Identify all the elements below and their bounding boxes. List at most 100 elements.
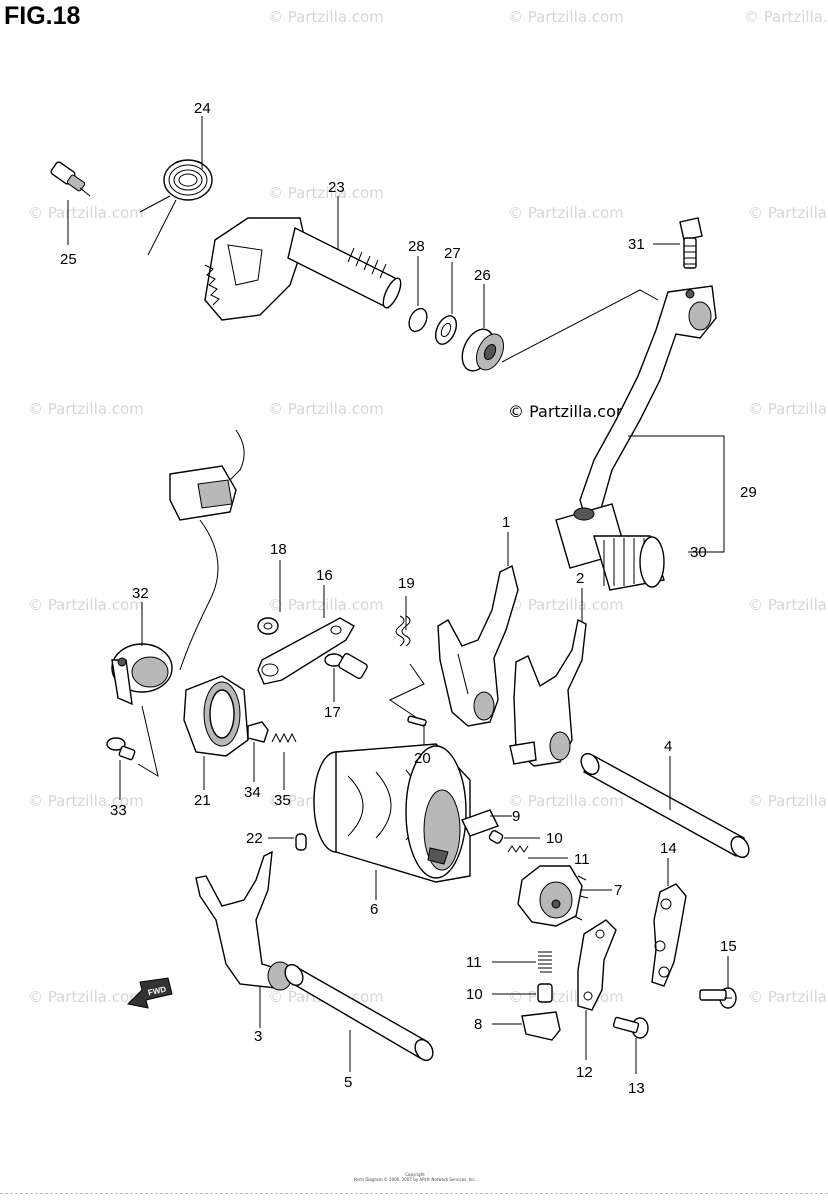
figure-title: FIG.18 (4, 2, 81, 30)
callout-5[interactable]: 5 (344, 1074, 352, 1091)
callout-6[interactable]: 6 (370, 901, 378, 918)
callout-1[interactable]: 1 (502, 514, 510, 531)
part-29-gearshift-lever[interactable] (555, 285, 717, 569)
part-7-gearshift-pawl-lifter[interactable] (517, 865, 589, 927)
part-26-oil-seal[interactable] (456, 324, 509, 376)
callout-3[interactable]: 3 (254, 1028, 262, 1045)
callout-4[interactable]: 4 (664, 738, 672, 755)
watermark: © Partzilla.com (748, 596, 828, 614)
watermark: © Partzilla.com (28, 792, 144, 810)
callout-23[interactable]: 23 (328, 179, 345, 196)
watermark: © Partzilla.com (28, 400, 144, 418)
part-10-pin-lower[interactable] (537, 983, 553, 1003)
main-watermark: © Partzilla.com (508, 402, 631, 421)
part-17-bolt[interactable] (324, 652, 368, 680)
callout-16[interactable]: 16 (316, 567, 333, 584)
part-1-shift-fork[interactable] (437, 564, 519, 727)
watermark: © Partzilla.com (268, 400, 384, 418)
callout-labels: 24 25 23 28 27 26 31 29 30 1 2 18 16 19 … (60, 100, 757, 1097)
watermark: © Partzilla.com (748, 792, 828, 810)
watermark: © Partzilla.com (28, 988, 144, 1006)
callout-12[interactable]: 12 (576, 1064, 593, 1081)
part-5-fork-shaft[interactable] (282, 961, 437, 1063)
part-16-stopper-plate[interactable] (257, 617, 355, 685)
part-8-pawl[interactable] (521, 1011, 561, 1041)
watermark: © Partzilla.com (268, 596, 384, 614)
callout-15[interactable]: 15 (720, 938, 737, 955)
part-30-footpeg-rubber[interactable] (593, 535, 665, 591)
watermark: © Partzilla.com (28, 596, 144, 614)
watermark: © Partzilla.com (508, 792, 624, 810)
watermark: © Partzilla.com (744, 8, 828, 26)
callout-28[interactable]: 28 (408, 238, 425, 255)
callout-20[interactable]: 20 (414, 750, 431, 767)
part-34-pin[interactable] (247, 721, 269, 743)
callout-31[interactable]: 31 (628, 236, 645, 253)
callout-8[interactable]: 8 (474, 1016, 482, 1033)
watermark: © Partzilla.com (748, 204, 828, 222)
bottom-divider (0, 1193, 828, 1194)
callout-24[interactable]: 24 (194, 100, 211, 117)
watermark: © Partzilla.com (268, 8, 384, 26)
part-32-gear-position-switch[interactable] (111, 429, 245, 706)
callout-18[interactable]: 18 (270, 541, 287, 558)
callout-7[interactable]: 7 (614, 882, 622, 899)
callout-14[interactable]: 14 (660, 840, 677, 857)
part-18-washer[interactable] (257, 617, 279, 635)
part-11-spring[interactable] (507, 845, 529, 853)
callout-2[interactable]: 2 (576, 570, 584, 587)
callout-34[interactable]: 34 (244, 784, 261, 801)
part-33-screw[interactable] (106, 737, 136, 761)
callout-19[interactable]: 19 (398, 575, 415, 592)
copyright-line-1: Copyright (405, 1172, 425, 1177)
part-13-screw[interactable] (612, 1016, 649, 1039)
callout-25[interactable]: 25 (60, 251, 77, 268)
part-31-bolt[interactable] (679, 217, 703, 269)
callout-32[interactable]: 32 (132, 585, 149, 602)
part-4-fork-shaft[interactable] (578, 750, 753, 860)
callout-27[interactable]: 27 (444, 245, 461, 262)
part-35-spring[interactable] (271, 732, 297, 744)
callout-11-lower[interactable]: 11 (466, 954, 482, 971)
callout-29[interactable]: 29 (740, 484, 757, 501)
part-2-shift-fork[interactable] (509, 618, 587, 767)
callout-35[interactable]: 35 (274, 792, 291, 809)
callout-10-lower[interactable]: 10 (466, 986, 483, 1003)
part-6-gearshift-cam[interactable] (313, 743, 471, 883)
watermark: © Partzilla.com (508, 8, 624, 26)
part-11-spring-lower[interactable] (538, 951, 552, 973)
part-12-pawl-guide-plate[interactable] (577, 919, 617, 1011)
part-22-pin[interactable] (295, 833, 307, 851)
part-27-washer[interactable] (432, 313, 461, 348)
callout-13[interactable]: 13 (628, 1080, 645, 1097)
part-19-spring[interactable] (395, 615, 411, 647)
watermark: © Partzilla.com (748, 988, 828, 1006)
fwd-direction-arrow: FWD (126, 977, 173, 1009)
callout-22[interactable]: 22 (246, 830, 263, 847)
callout-9[interactable]: 9 (512, 808, 520, 825)
watermark: © Partzilla.com (268, 184, 384, 202)
callout-30[interactable]: 30 (690, 544, 707, 561)
callout-21[interactable]: 21 (194, 792, 211, 809)
watermark: © Partzilla.com (508, 988, 624, 1006)
part-15-screw[interactable] (699, 987, 737, 1009)
callout-17[interactable]: 17 (324, 704, 341, 721)
part-3-shift-fork[interactable] (195, 850, 293, 991)
callout-10[interactable]: 10 (546, 830, 563, 847)
callout-33[interactable]: 33 (110, 802, 127, 819)
callout-26[interactable]: 26 (474, 267, 491, 284)
copyright-notice: Copyright Parts Diagram © 2006, 2007 by … (340, 1172, 490, 1182)
part-9-pin[interactable] (461, 809, 499, 837)
part-20-pin[interactable] (407, 715, 427, 727)
part-23-gearshift-shaft[interactable] (204, 217, 404, 321)
part-28-circlip[interactable] (406, 306, 431, 335)
part-24-return-spring[interactable] (139, 159, 213, 256)
part-10-pin[interactable] (488, 830, 504, 845)
callout-11[interactable]: 11 (574, 851, 590, 868)
part-25-neutral-switch[interactable] (50, 161, 91, 197)
part-21-cam-guide[interactable] (183, 675, 249, 757)
copyright-line-2: Parts Diagram © 2006, 2007 by ARI® Netwo… (354, 1177, 476, 1182)
part-14-gearshift-pawl[interactable] (651, 883, 687, 987)
